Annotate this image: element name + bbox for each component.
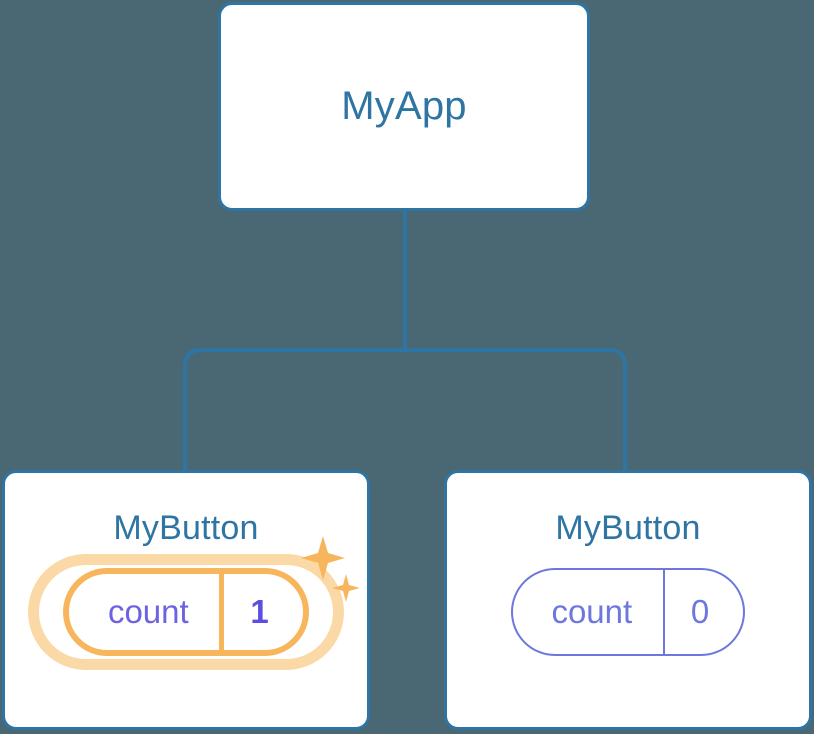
state-pill-wrapper-left: count 1 bbox=[27, 536, 359, 670]
state-key-right: count bbox=[551, 593, 633, 630]
state-key-left: count bbox=[107, 593, 189, 630]
sparkle-icon-group bbox=[300, 536, 359, 602]
node-card-mybutton-right[interactable]: MyButton count 0 bbox=[444, 470, 812, 730]
sparkle-icon-large bbox=[300, 536, 345, 580]
state-pill-left[interactable]: count 1 bbox=[63, 568, 309, 656]
pill-glow-ring bbox=[27, 554, 344, 670]
state-value-left: 1 bbox=[219, 574, 302, 650]
node-title-mybutton-left: MyButton bbox=[113, 509, 259, 547]
node-card-myapp[interactable]: MyApp bbox=[218, 2, 590, 211]
node-title-mybutton-right: MyButton bbox=[555, 509, 701, 547]
node-title-myapp: MyApp bbox=[341, 84, 467, 128]
state-pill-wrapper-right: count 0 bbox=[510, 568, 746, 656]
sparkle-icon-small bbox=[331, 574, 359, 602]
connector-branch-bar bbox=[183, 348, 627, 470]
node-card-mybutton-left[interactable]: MyButton count 1 bbox=[2, 470, 370, 730]
state-value-right: 0 bbox=[662, 570, 743, 654]
state-pill-right[interactable]: count 0 bbox=[510, 568, 746, 656]
